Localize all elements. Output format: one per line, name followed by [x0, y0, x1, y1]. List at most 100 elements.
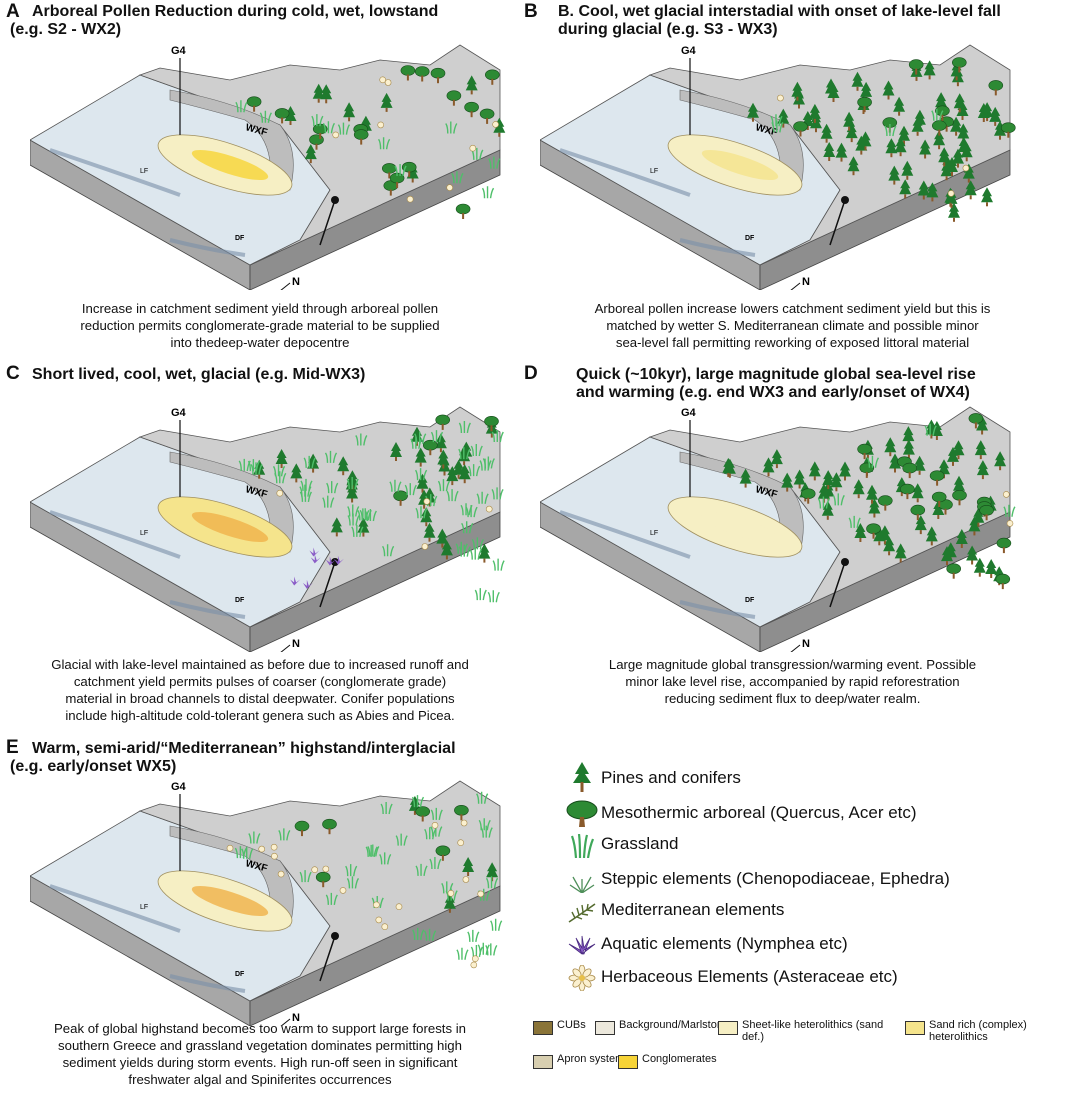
broadleaf-tree-icon: [454, 804, 469, 821]
grass-icon: [414, 468, 428, 481]
grass-icon: [429, 857, 442, 870]
legend-label: Grassland: [601, 834, 679, 853]
broadleaf-tree-icon: [931, 491, 947, 507]
grass-icon: [445, 121, 458, 134]
grass-icon: [458, 447, 471, 460]
grass-icon: [345, 864, 358, 877]
herb-flower-icon: [271, 852, 278, 860]
grass-icon: [395, 833, 408, 846]
grass-icon: [234, 846, 247, 859]
well-label: G4: [171, 45, 187, 57]
df-lobe: [169, 600, 246, 619]
herb-flower-icon: [470, 961, 478, 969]
broadleaf-tree-icon: [430, 67, 446, 84]
broadleaf-tree-icon: [910, 504, 926, 521]
grass-icon: [367, 844, 380, 857]
grass-icon: [476, 491, 489, 504]
grass-icon: [351, 524, 364, 537]
fan-core: [191, 511, 269, 543]
swatch-box: [595, 1021, 615, 1035]
grass-icon: [394, 163, 407, 177]
df-label: DF: [235, 971, 245, 978]
herb-flower-icon: [462, 876, 470, 883]
grass-icon: [467, 929, 480, 942]
conifer-icon: [337, 456, 350, 476]
conifer-icon: [911, 483, 924, 503]
caption-line: material in broad channels to distal dee…: [65, 691, 455, 706]
caption-line: Glacial with lake-level maintained as be…: [51, 657, 469, 672]
conifer-icon: [981, 187, 993, 207]
grass-icon: [379, 852, 392, 865]
grass-icon: [490, 918, 503, 931]
lf-label: LF: [650, 168, 658, 175]
conifer-icon: [902, 439, 915, 459]
lf-label: LF: [650, 530, 658, 537]
herb-flower-icon: [1006, 520, 1014, 527]
conifer-icon: [948, 202, 960, 222]
conifer-icon: [938, 147, 951, 167]
north-arrow: [784, 282, 801, 296]
well-label: G4: [171, 407, 187, 419]
title-line: Arboreal Pollen Reduction during cold, w…: [32, 3, 439, 20]
herb-flower-icon: [322, 865, 330, 873]
herb-flower-icon: [258, 845, 265, 853]
conifer-icon: [985, 559, 998, 578]
grass-icon: [468, 464, 481, 477]
grass-icon: [359, 508, 372, 521]
conifer-icon: [962, 163, 975, 183]
conifer-icon: [320, 84, 333, 104]
conifer-icon: [977, 103, 990, 122]
grass-icon: [817, 496, 831, 509]
df-label: DF: [235, 235, 245, 242]
grass-icon: [259, 110, 272, 123]
grass-icon: [451, 171, 464, 184]
fault-line: [319, 935, 336, 982]
swatch-label: CUBs: [557, 1019, 586, 1031]
water-lily-icon: [565, 930, 599, 958]
conifer-icon: [884, 437, 897, 457]
grass-icon: [278, 828, 291, 841]
caption-line: reduction permits conglomerate-grade mat…: [80, 318, 440, 333]
well-label: G4: [681, 45, 697, 57]
broadleaf-tree-icon: [857, 96, 872, 113]
conifer-icon: [462, 857, 475, 876]
conifer-icon: [770, 449, 783, 469]
conifer-icon: [739, 468, 752, 488]
broadleaf-tree-icon: [968, 413, 984, 429]
grass-icon: [365, 844, 378, 857]
water-lily-icon: [302, 579, 313, 589]
title-line: B. Cool, wet glacial interstadial with o…: [558, 3, 1001, 20]
caption-line: matched by wetter S. Mediterranean clima…: [606, 318, 979, 333]
broadleaf-tree-icon: [951, 57, 967, 73]
grass-icon: [415, 506, 428, 519]
title-line: (e.g. early/onset WX5): [10, 758, 177, 775]
fault-marker: [331, 932, 339, 940]
herb-flower-icon: [384, 79, 392, 86]
grass-icon: [377, 137, 391, 150]
conifer-icon: [933, 130, 946, 150]
conifer-icon: [793, 469, 806, 489]
broadleaf-tree-icon: [393, 490, 408, 506]
fan-core: [191, 885, 269, 917]
caption-line: Increase in catchment sediment yield thr…: [81, 301, 439, 316]
grass-icon: [770, 114, 783, 127]
conifer-icon: [950, 116, 963, 136]
block-diagram: G4 WXF LF DF N: [539, 402, 1020, 658]
conifer-icon: [823, 142, 836, 161]
conifer-icon: [866, 484, 878, 504]
conifer-icon: [894, 543, 907, 563]
conifer-icon: [380, 92, 393, 112]
swatch-label: Sand rich (complex) heterolithics: [929, 1019, 1027, 1043]
grass-icon: [322, 495, 335, 508]
conifer-icon: [859, 131, 872, 151]
grass-icon: [325, 892, 338, 905]
grass-icon: [479, 458, 492, 471]
conifer-icon: [932, 500, 945, 519]
broadleaf-tree-icon: [988, 80, 1004, 96]
broadleaf-tree-icon: [294, 820, 310, 837]
broadleaf-tree-icon: [246, 96, 262, 112]
grass-icon: [460, 503, 473, 516]
broadleaf-tree-icon: [979, 505, 994, 521]
grass-icon: [485, 876, 499, 889]
herb-flower-icon: [375, 916, 383, 924]
